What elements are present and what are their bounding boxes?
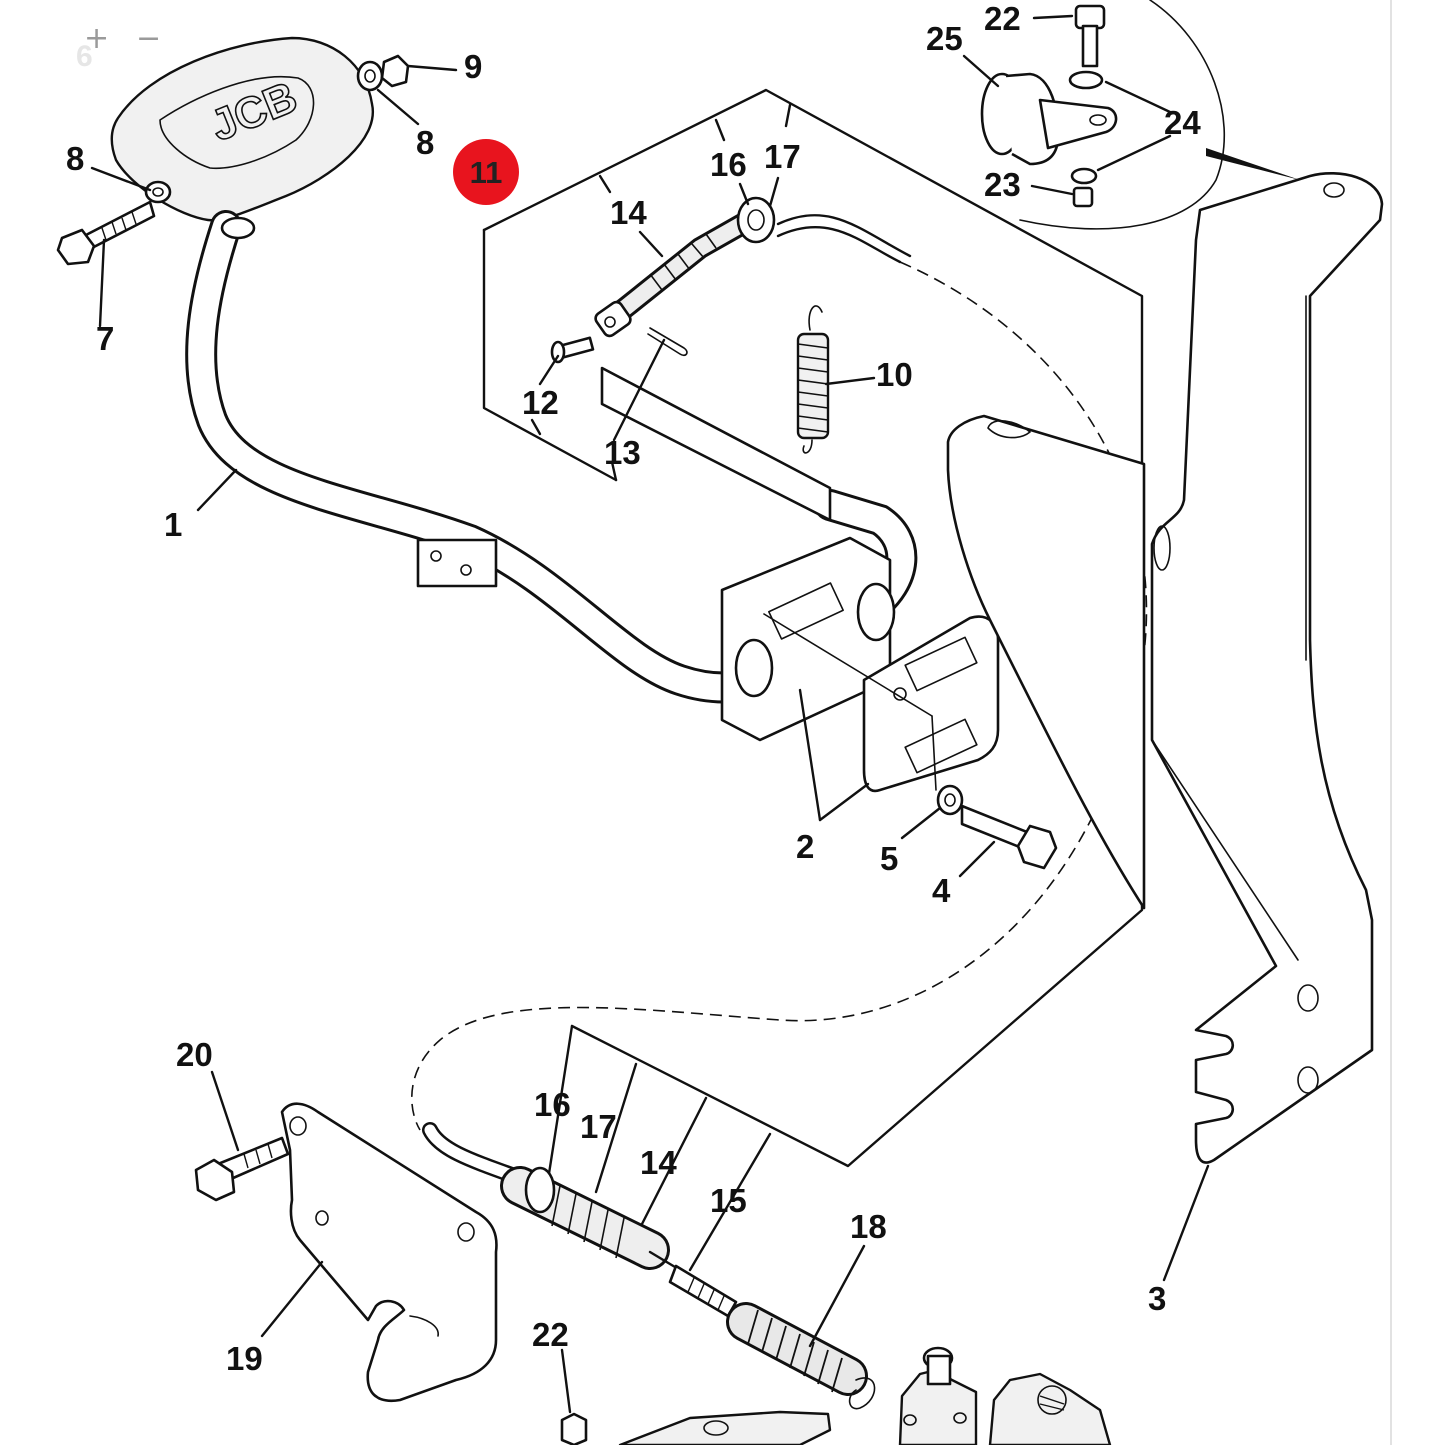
callout-20: 20 (176, 1036, 213, 1073)
callout-8-top: 8 (416, 124, 434, 161)
leader-lines (90, 14, 1210, 1414)
callout-labels: 1 2 3 4 5 7 8 8 9 10 12 13 14 16 17 16 1… (66, 0, 1201, 1377)
washer-5-bolt-4 (936, 784, 1058, 870)
zoom-out-button[interactable]: − (136, 21, 161, 56)
support-bracket-3 (946, 172, 1384, 1164)
hotspot-11[interactable]: 11 (453, 139, 519, 205)
callout-23: 23 (984, 166, 1021, 203)
bolt-22-lower (560, 1412, 588, 1445)
callout-16-lower: 16 (534, 1086, 571, 1123)
callout-18: 18 (850, 1208, 887, 1245)
callout-1: 1 (164, 506, 182, 543)
callout-8-left: 8 (66, 140, 84, 177)
cable-end-upper (550, 196, 912, 364)
cable-group-box-lower (546, 1024, 772, 1272)
callout-16-upper: 16 (710, 146, 747, 183)
callout-14-lower: 14 (640, 1144, 677, 1181)
callout-25: 25 (926, 20, 963, 57)
return-spring-10 (796, 305, 830, 454)
pivot-lever (600, 366, 896, 742)
callout-2: 2 (796, 828, 814, 865)
callout-3: 3 (1148, 1280, 1166, 1317)
callout-9: 9 (464, 48, 482, 85)
hotspot-label[interactable]: 11 (470, 155, 503, 190)
mounting-bracket-19 (280, 1102, 498, 1403)
nut-9-washer-8 (356, 54, 410, 92)
callout-15: 15 (710, 1182, 747, 1219)
callout-13: 13 (604, 434, 641, 471)
callout-24: 24 (1164, 104, 1201, 141)
injection-pump-linkage (618, 1346, 1112, 1445)
callout-7: 7 (96, 320, 114, 357)
bolt-7-washer-8 (56, 180, 172, 266)
callout-5: 5 (880, 840, 898, 877)
callout-12: 12 (522, 384, 559, 421)
spring-18 (726, 1302, 876, 1410)
faded-callout-6: 6 (76, 40, 93, 73)
callout-19: 19 (226, 1340, 263, 1377)
callout-17-upper: 17 (764, 138, 801, 175)
callout-4: 4 (932, 872, 951, 909)
brake-pedal: JCB (110, 36, 918, 704)
callout-10: 10 (876, 356, 913, 393)
cable-end-lower (422, 1122, 738, 1318)
callout-17-lower: 17 (580, 1108, 617, 1145)
hotspot-marker[interactable] (453, 139, 519, 205)
bolt-20 (194, 1136, 290, 1202)
callout-22-lower: 22 (532, 1316, 569, 1353)
callout-14-upper: 14 (610, 194, 647, 231)
zoom-in-button[interactable]: + (84, 21, 109, 56)
detail-inset (980, 0, 1300, 230)
callout-22-top: 22 (984, 0, 1021, 37)
